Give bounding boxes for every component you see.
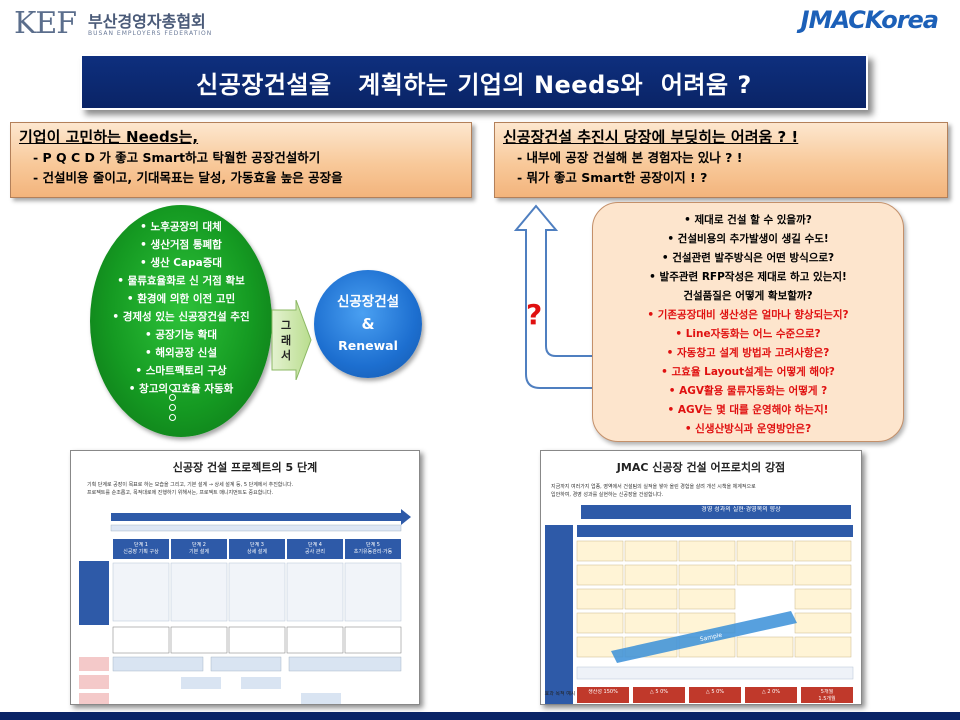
- concerns-box: • 제대로 건설 할 수 있을까? • 건설비용의 추가발생이 생길 수도! • 건…: [592, 202, 904, 442]
- concern-item: • 건설비용의 추가발생이 생길 수도!: [667, 233, 829, 245]
- concern-item: • 발주관련 RFP작성은 제대로 하고 있는지!: [649, 271, 847, 283]
- concern-item: • 기존공장대비 생산성은 얼마나 향상되는지?: [647, 309, 849, 321]
- therefore-char: 래: [280, 334, 292, 347]
- stage-label: 단계 3 상세 설계: [247, 542, 267, 555]
- approach-thumbnail: JMAC 신공장 건설 어프로치의 강점 지금까지 여러가지 업종, 영역에서 …: [540, 450, 862, 705]
- kef-logo-name: 부산경영자총협회: [88, 12, 206, 31]
- reason-item: • 노후공장의 대체: [140, 221, 222, 233]
- needs-line: - P Q C D 가 좋고 Smart하고 탁월한 공장건설하기: [33, 150, 321, 165]
- result-label: 생산성 150%: [588, 689, 618, 695]
- reason-item: • 해외공장 신설: [145, 347, 217, 359]
- concern-item: • 자동창고 설계 방법과 고려사항은?: [666, 347, 830, 359]
- reasons-more-dots: [166, 384, 178, 424]
- five-stage-diagram: [79, 509, 411, 704]
- five-stage-desc: 기획 단계로 공장이 목표로 하는 모습을 그리고, 기본 설계 → 상세 설계…: [87, 482, 294, 488]
- reason-item: • 물류효율화로 신 거점 확보: [117, 275, 245, 287]
- concern-item: • 제대로 건설 할 수 있을까?: [684, 214, 812, 226]
- kef-logo-name-en: BUSAN EMPLOYERS FEDERATION: [88, 30, 213, 37]
- five-stage-title: 신공장 건설 프로젝트의 5 단계: [172, 461, 318, 474]
- circle-dot-icon: [168, 404, 176, 411]
- reasons-circle: [90, 205, 272, 437]
- concern-item: • AGV는 몇 대를 운영해야 하는지!: [667, 404, 829, 416]
- concern-item: • 신생산방식과 운영방안은?: [684, 423, 812, 435]
- reason-item: • 경제성 있는 신공장건설 추진: [112, 311, 250, 323]
- right-arrow-icon: [271, 300, 312, 380]
- stage-label: 단계 1 신공장 기획 구상: [123, 542, 159, 555]
- reason-item: • 생산거점 통폐합: [140, 239, 222, 251]
- needs-line: - 건설비용 줄이고, 기대목표는 달성, 가동효율 높은 공장을: [33, 170, 343, 185]
- approach-desc: 입안하여, 경영 성과를 실현하는 신공장을 건설합니다.: [551, 492, 664, 498]
- title-bar: 신공장건설을 계획하는 기업의 Needs와 어려움 ?: [80, 54, 868, 110]
- approach-title: JMAC 신공장 건설 어프로치의 강점: [616, 461, 786, 474]
- result-label: △ 2 0%: [761, 689, 781, 695]
- reason-item: • 공장기능 확대: [145, 329, 217, 341]
- concern-item: 건설품질은 어떻게 확보할까?: [683, 290, 813, 302]
- stage-label: 단계 2 기본 설계: [189, 542, 209, 555]
- reason-item: • 생산 Capa증대: [139, 257, 223, 269]
- bottom-band: [0, 712, 960, 720]
- solution-line-1: 신공장건설: [336, 294, 400, 310]
- concern-item: • 건설관련 발주방식은 어떤 방식으로?: [661, 252, 835, 264]
- result-label: 5개월 1.5개월: [818, 689, 836, 702]
- kef-logo-letters: KEF: [14, 6, 77, 41]
- therefore-label: 그 래 서: [279, 318, 293, 363]
- solution-circle: 신공장건설 & Renewal: [314, 270, 422, 378]
- circle-dot-icon: [168, 414, 176, 421]
- five-stage-desc: 프로젝트를 순조롭고, 목적대로에 진행하기 위해서는, 프로젝트 매니지먼트도…: [87, 490, 274, 496]
- stage-label: 단계 5 초기유동관리·가동: [353, 542, 393, 555]
- result-label: △ 5 0%: [649, 689, 669, 695]
- difficulties-line: - 내부에 공장 건설해 본 경험자는 있나 ? !: [517, 150, 743, 165]
- difficulties-heading: 신공장건설 추진시 당장에 부딪히는 어려움 ? !: [503, 128, 799, 146]
- kef-logo: KEF 부산경영자총협회 BUSAN EMPLOYERS FEDERATION: [14, 6, 344, 42]
- reason-item: • 환경에 의한 이전 고민: [126, 293, 236, 305]
- difficulties-box: 신공장건설 추진시 당장에 부딪히는 어려움 ? ! - 내부에 공장 건설해 …: [494, 122, 948, 198]
- solution-line-2: &: [361, 315, 375, 333]
- approach-desc: 지금까지 여러가지 업종, 영역에서 건설팀의 실적을 쌓아 올린 경험을 살려…: [551, 484, 756, 490]
- concern-item: • AGV활용 물류자동화는 어떻게 ?: [668, 385, 828, 397]
- result-label: △ 5 0%: [705, 689, 725, 695]
- stage-label: 단계 4 공사 관리: [305, 542, 325, 555]
- reasons-list: • 노후공장의 대체 • 생산거점 통폐합 • 생산 Capa증대 • 물류효율…: [90, 218, 272, 398]
- circle-dot-icon: [168, 384, 176, 391]
- concern-item: • 고효율 Layout설계는 어떻게 해야?: [661, 366, 835, 378]
- needs-heading: 기업이 고민하는 Needs는,: [19, 128, 199, 146]
- page-title: 신공장건설을 계획하는 기업의 Needs와 어려움 ?: [196, 70, 752, 99]
- circle-dot-icon: [168, 394, 176, 401]
- reason-item: • 스마트팩토리 구상: [135, 365, 227, 377]
- jmac-logo: JMACKorea: [800, 6, 939, 34]
- needs-box: 기업이 고민하는 Needs는, - P Q C D 가 좋고 Smart하고 …: [10, 122, 472, 198]
- solution-line-3: Renewal: [338, 338, 398, 353]
- therefore-char: 서: [280, 349, 292, 362]
- approach-band: 경영 성과의 실현·경영목의 향상: [701, 506, 781, 513]
- reason-item: • 창고의 고효율 자동화: [128, 383, 234, 395]
- therefore-char: 그: [280, 319, 292, 332]
- effect-row-label: 효과 목적 예시: [544, 691, 576, 697]
- question-mark: ?: [526, 298, 543, 331]
- approach-diagram: [545, 505, 854, 704]
- five-stage-thumbnail: 신공장 건설 프로젝트의 5 단계 기획 단계로 공장이 목표로 하는 모습을 …: [70, 450, 420, 705]
- difficulties-line: - 뭐가 좋고 Smart한 공장이지 ! ?: [517, 170, 708, 185]
- concern-item: • Line자동화는 어느 수준으로?: [675, 328, 821, 340]
